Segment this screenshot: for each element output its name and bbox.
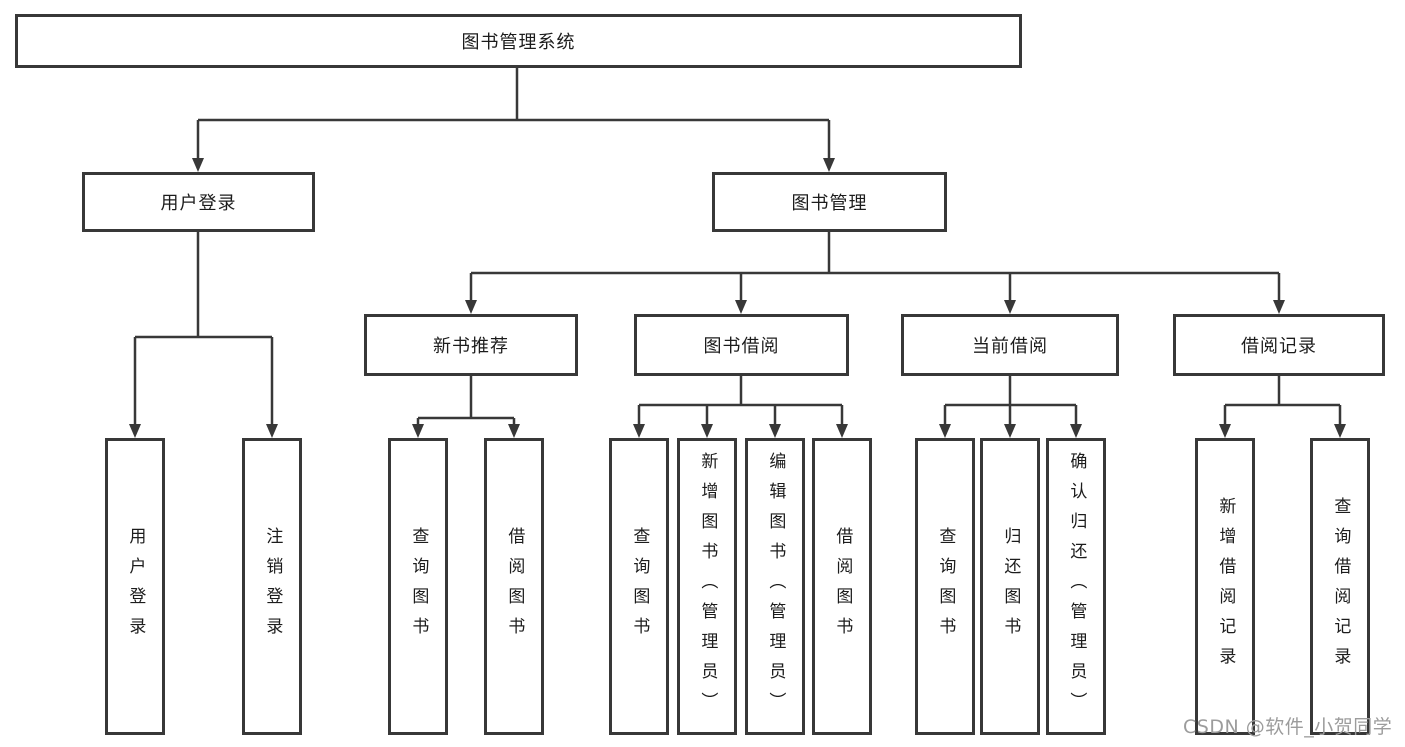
- node-book-borrow: 图书借阅: [634, 314, 849, 376]
- leaf-add-books-admin: 新增图书（管理员）: [677, 438, 737, 735]
- node-label: 借阅图书: [504, 526, 525, 647]
- leaf-user-login: 用户登录: [105, 438, 165, 735]
- node-root: 图书管理系统: [15, 14, 1022, 68]
- leaf-return-books: 归还图书: [980, 438, 1040, 735]
- node-label: 用户登录: [160, 193, 237, 214]
- leaf-add-borrow-record: 新增借阅记录: [1195, 438, 1255, 735]
- node-label: 查询图书: [629, 526, 650, 647]
- leaf-recommend-borrow-books: 借阅图书: [484, 438, 544, 735]
- node-label: 用户登录: [125, 526, 146, 647]
- node-label: 借阅图书: [832, 526, 853, 647]
- csdn-watermark: CSDN @软件_小贺同学: [1183, 716, 1393, 738]
- leaf-recommend-query-books: 查询图书: [388, 438, 448, 735]
- node-label: 当前借阅: [972, 336, 1048, 357]
- node-label: 查询借阅记录: [1330, 496, 1351, 677]
- node-label: 归还图书: [1000, 526, 1021, 647]
- node-label: 图书借阅: [703, 336, 780, 357]
- node-label: 注销登录: [262, 526, 283, 647]
- node-current-borrow: 当前借阅: [901, 314, 1119, 376]
- leaf-borrow-books: 借阅图书: [812, 438, 872, 735]
- node-label: 新书推荐: [433, 336, 509, 357]
- node-label: 查询图书: [935, 526, 956, 647]
- node-user-login: 用户登录: [82, 172, 315, 232]
- node-label: 图书管理: [791, 193, 868, 214]
- leaf-edit-books-admin: 编辑图书（管理员）: [745, 438, 805, 735]
- node-label: 借阅记录: [1241, 336, 1317, 357]
- leaf-current-query-books: 查询图书: [915, 438, 975, 735]
- node-book-management: 图书管理: [712, 172, 947, 232]
- node-new-book-recommend: 新书推荐: [364, 314, 578, 376]
- node-label: 确认归还（管理员）: [1066, 451, 1087, 722]
- leaf-logout: 注销登录: [242, 438, 302, 735]
- node-label: 新增借阅记录: [1215, 496, 1236, 677]
- leaf-borrow-query-books: 查询图书: [609, 438, 669, 735]
- node-label: 图书管理系统: [461, 32, 576, 53]
- node-label: 编辑图书（管理员）: [765, 451, 786, 722]
- leaf-confirm-return-admin: 确认归还（管理员）: [1046, 438, 1106, 735]
- node-label: 查询图书: [408, 526, 429, 647]
- node-borrow-records: 借阅记录: [1173, 314, 1385, 376]
- node-label: 新增图书（管理员）: [697, 451, 718, 722]
- leaf-query-borrow-record: 查询借阅记录: [1310, 438, 1370, 735]
